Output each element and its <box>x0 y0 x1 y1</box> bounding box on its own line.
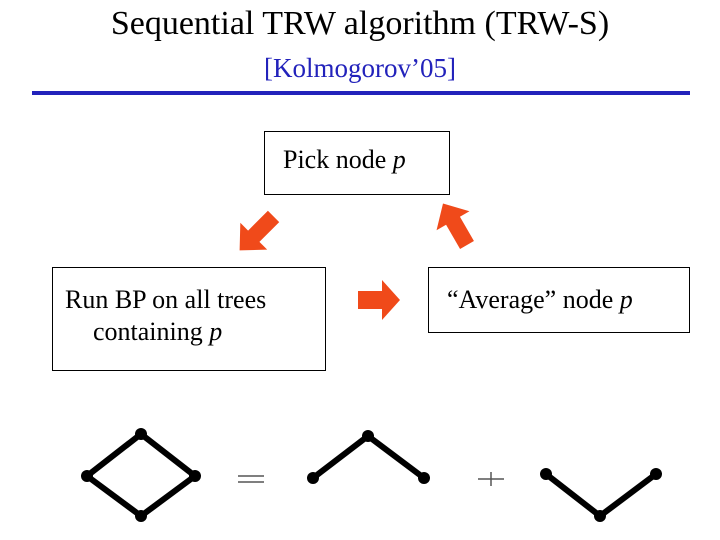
average-node-var: p <box>619 285 633 314</box>
tree-top <box>307 430 430 484</box>
graph-node <box>540 468 552 480</box>
arrow-average-to-pick-icon <box>436 203 474 250</box>
pick-node-var: p <box>392 145 406 174</box>
arrow-pick-to-run-icon <box>239 210 280 251</box>
title-underline <box>32 91 690 95</box>
equals-sign-icon <box>238 475 264 483</box>
pick-node-box: Pick node p <box>264 131 450 195</box>
run-bp-line2-text: containing <box>93 317 210 346</box>
run-bp-box: Run BP on all trees containing p <box>52 267 326 371</box>
run-bp-var: p <box>209 317 223 346</box>
plus-sign-icon <box>478 472 504 486</box>
arrow-run-to-average-icon <box>358 280 400 320</box>
pick-node-text: Pick node <box>283 145 393 174</box>
run-bp-line2: containing p <box>65 316 325 348</box>
slide-subtitle: [Kolmogorov’05] <box>264 53 456 83</box>
average-node-box: “Average” node p <box>428 267 690 333</box>
graph-node <box>189 470 201 482</box>
full-graph <box>81 428 201 522</box>
tree-bottom <box>540 468 662 522</box>
graph-node <box>650 468 662 480</box>
run-bp-line1: Run BP on all trees <box>65 285 267 314</box>
slide-title: Sequential TRW algorithm (TRW-S) <box>110 5 610 42</box>
graph-node <box>81 470 93 482</box>
graph-node <box>594 510 606 522</box>
graph-node <box>307 472 319 484</box>
average-node-text: “Average” node <box>447 285 620 314</box>
graph-node <box>135 510 147 522</box>
graph-node <box>362 430 374 442</box>
graph-node <box>135 428 147 440</box>
graph-node <box>418 472 430 484</box>
